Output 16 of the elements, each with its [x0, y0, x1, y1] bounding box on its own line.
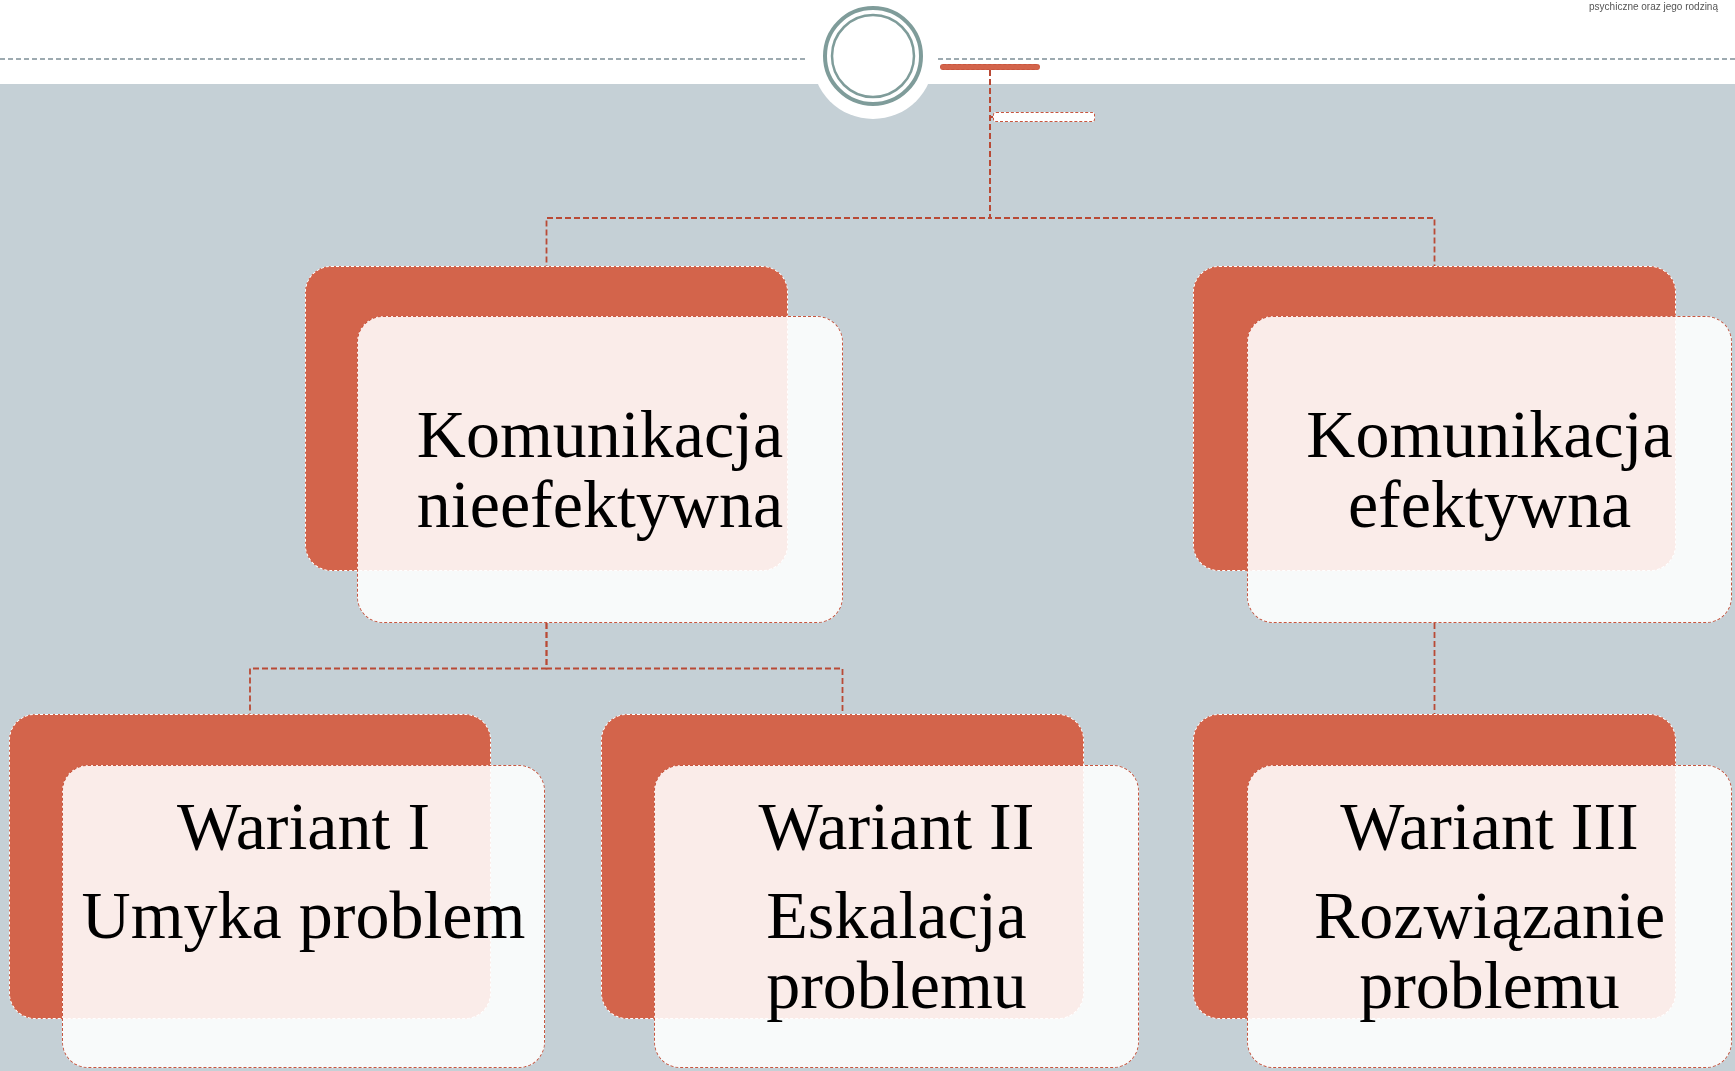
- org-chart-node: [1193, 266, 1732, 623]
- node-heading: Wariant II: [758, 792, 1035, 862]
- header-note: psychiczne oraz jego rodziną: [1589, 1, 1718, 12]
- empty-box: [993, 112, 1095, 122]
- node-heading: Wariant I: [176, 792, 431, 862]
- org-chart-node: [1193, 714, 1732, 1068]
- org-chart-node: [305, 266, 843, 623]
- node-title: Komunikacja nieefektywna: [415, 400, 785, 539]
- node-title: Umyka problem: [81, 881, 526, 951]
- root-bar: [940, 64, 1040, 70]
- node-title: Rozwiązanie problemu: [1312, 881, 1667, 1021]
- node-title: Komunikacja efektywna: [1305, 400, 1674, 539]
- node-heading: Wariant III: [1340, 792, 1639, 862]
- org-chart-node: [9, 714, 545, 1068]
- node-title: Eskalacja problemu: [765, 881, 1028, 1021]
- org-chart-node: [601, 714, 1139, 1068]
